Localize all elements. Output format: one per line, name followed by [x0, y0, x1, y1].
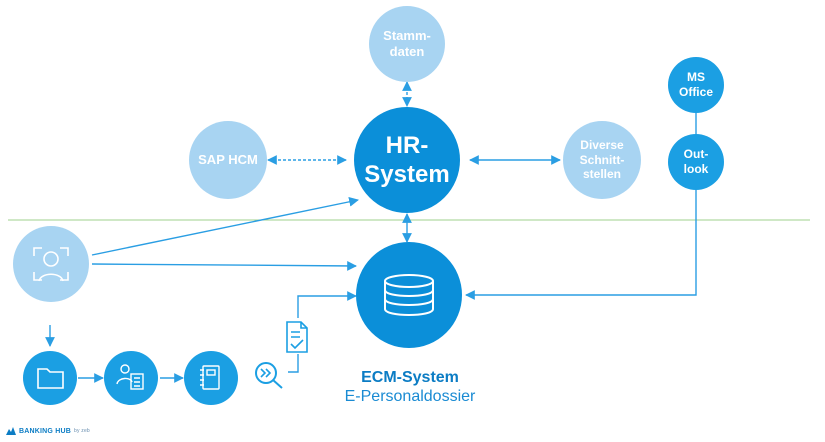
folder-icon: [37, 368, 64, 389]
connector-document-ecm: [297, 291, 357, 318]
hr-system-label: HR- System: [364, 131, 450, 188]
magnifier-icon: [255, 362, 283, 389]
notebook-node: [184, 351, 238, 405]
diverse-schnittstellen-label: Diverse Schnitt- stellen: [579, 138, 625, 182]
connector-magnifier-document: [288, 354, 299, 373]
outlook-node: Out- look: [668, 134, 724, 190]
person-scan-node: [13, 226, 89, 302]
hr-system-node: HR- System: [354, 107, 460, 213]
sap-hcm-label: SAP HCM: [198, 152, 258, 168]
ms-office-label: MS Office: [678, 70, 713, 99]
person-checklist-icon: [116, 364, 144, 390]
logo-suffix: by zeb: [73, 428, 90, 434]
outlook-label: Out- look: [683, 147, 709, 176]
notebook-icon: [200, 365, 220, 390]
connector-outlook-ecm: [465, 188, 697, 300]
sap-hcm-node: SAP HCM: [189, 121, 267, 199]
person-scan-icon: [33, 247, 69, 282]
logo-brand: BANKING HUB: [19, 427, 71, 435]
connector-person-hr: [91, 196, 359, 256]
document-check-icon: [286, 321, 308, 353]
ecm-system-title: ECM-System: [361, 369, 459, 386]
database-icon: [384, 274, 434, 316]
ecm-system-subtitle: E-Personaldossier: [344, 388, 476, 405]
ms-office-node: MS Office: [668, 57, 724, 113]
banking-hub-logo: BANKING HUB by zeb: [6, 425, 90, 437]
diverse-schnittstellen-node: Diverse Schnitt- stellen: [563, 121, 641, 199]
logo-mark-icon: [6, 427, 16, 435]
stammdaten-node: Stamm- daten: [369, 6, 445, 82]
stammdaten-label: Stamm- daten: [383, 28, 431, 59]
connector-person-ecm: [91, 261, 357, 271]
folder-node: [23, 351, 77, 405]
